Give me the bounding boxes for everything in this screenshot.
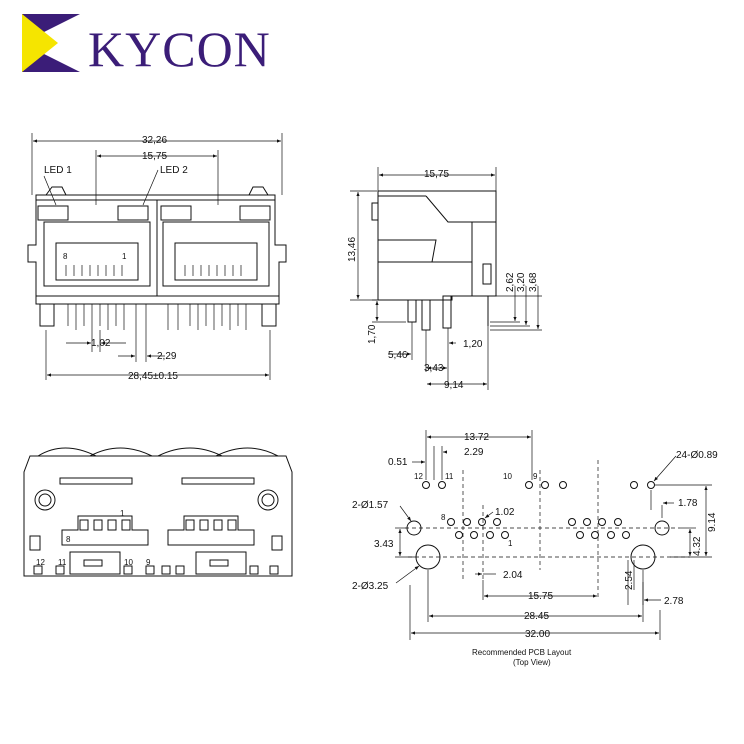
logo-mark-icon (22, 14, 80, 72)
pcb-pin1: 1 (508, 539, 513, 548)
pcb-hole-1-57: 2-Ø1.57 (352, 500, 389, 511)
dim-port-spacing: 15,75 (142, 151, 167, 162)
pcb-pin11: 11 (445, 472, 454, 481)
pcb-dim-1-02: 1.02 (495, 507, 515, 518)
pcb-dim-2-78: 2.78 (664, 596, 684, 607)
pcb-dim-32-00: 32.00 (525, 629, 550, 640)
pcb-dim-4-32: 4.32 (692, 536, 703, 556)
dim-9-14: 9,14 (444, 380, 464, 391)
pcb-pin10: 10 (503, 472, 512, 481)
bottom-view: 1 8 12 11 10 9 (23, 447, 293, 577)
pcb-layout: 13.72 2.29 0.51 (352, 430, 718, 667)
dim-depth: 15,75 (424, 169, 449, 180)
pcb-dim-9-14: 9.14 (707, 512, 718, 532)
dim-pin-span: 28,45±0.15 (128, 371, 178, 382)
pcb-dim-3-43: 3.43 (374, 539, 394, 550)
front-pin1: 1 (122, 252, 127, 261)
pcb-dim-13-72: 13.72 (464, 432, 489, 443)
dim-height: 13,46 (347, 237, 358, 262)
label-led2: LED 2 (160, 165, 188, 176)
pcb-hole-0-89: 24-Ø0.89 (676, 450, 718, 461)
bottom-pin1: 1 (120, 509, 125, 518)
side-view: 15,75 13,46 2,62 3,20 3,68 1,7 (347, 167, 542, 391)
bottom-pin11: 11 (58, 558, 67, 567)
dim-3-43: 3,43 (424, 363, 444, 374)
pcb-dim-0-51: 0.51 (388, 457, 408, 468)
dim-row-offset: 2,29 (157, 351, 177, 362)
pcb-dim-2-04: 2.04 (503, 570, 523, 581)
bottom-pin8: 8 (66, 535, 71, 544)
pcb-dim-1-78: 1.78 (678, 498, 698, 509)
kycon-logo: KYCON (22, 14, 282, 74)
label-led1: LED 1 (44, 165, 72, 176)
pcb-hole-3-25: 2-Ø3.25 (352, 581, 389, 592)
dim-3-68: 3,68 (528, 272, 539, 292)
dim-1-20: 1,20 (463, 339, 483, 350)
pcb-pin12: 12 (414, 472, 423, 481)
dim-3-20: 3,20 (516, 272, 527, 292)
front-pin8: 8 (63, 252, 68, 261)
bottom-pin12: 12 (36, 558, 45, 567)
pcb-caption-subtitle: (Top View) (513, 658, 551, 667)
pcb-pin9: 9 (533, 472, 538, 481)
pcb-dim-2-54: 2.54 (624, 570, 635, 590)
logo-wordmark: KYCON (88, 21, 271, 77)
dim-2-62: 2,62 (505, 272, 516, 292)
pcb-pin8: 8 (441, 513, 446, 522)
front-view: 32,26 15,75 LED 1 LED 2 (27, 133, 287, 382)
dim-overall-width: 32,26 (142, 135, 167, 146)
bottom-pin10: 10 (124, 558, 133, 567)
dim-pin-pitch: 1,02 (91, 338, 111, 349)
bottom-pin9: 9 (146, 558, 151, 567)
dim-1-70: 1,70 (367, 324, 378, 344)
pcb-caption-title: Recommended PCB Layout (472, 648, 572, 657)
pcb-dim-28-45: 28.45 (524, 611, 549, 622)
pcb-dim-15-75: 15.75 (528, 591, 553, 602)
pcb-dim-2-29: 2.29 (464, 447, 484, 458)
dim-5-46: 5,46 (388, 350, 408, 361)
